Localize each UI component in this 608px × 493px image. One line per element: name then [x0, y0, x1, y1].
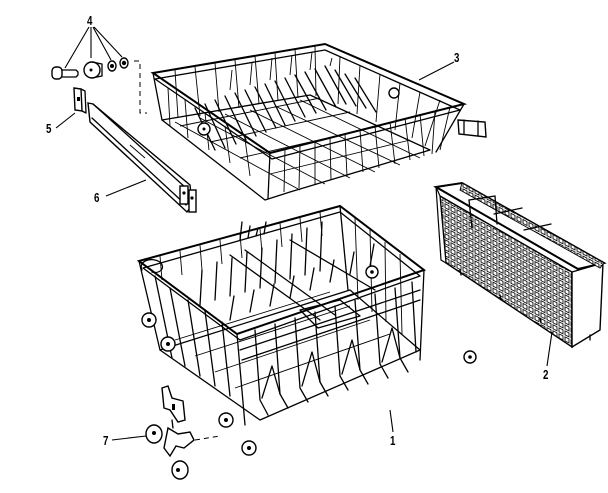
- part-5-clip: [55, 87, 87, 129]
- assembly-dashed-line: [134, 60, 147, 114]
- callout-6: 6: [94, 190, 100, 205]
- part-4-roller-fasteners: [51, 26, 129, 80]
- part-6-track: [87, 102, 197, 214]
- callout-2: 2: [543, 367, 549, 382]
- part-2-silverware-basket: [433, 181, 607, 367]
- callout-5: 5: [46, 121, 52, 136]
- callout-3: 3: [454, 50, 460, 65]
- part-3-upper-rack: [150, 42, 487, 201]
- callout-1: 1: [390, 433, 396, 448]
- part-7-roller: [111, 385, 221, 480]
- callout-7: 7: [103, 433, 109, 448]
- part-1-lower-rack: [136, 204, 477, 456]
- callout-4: 4: [87, 13, 93, 28]
